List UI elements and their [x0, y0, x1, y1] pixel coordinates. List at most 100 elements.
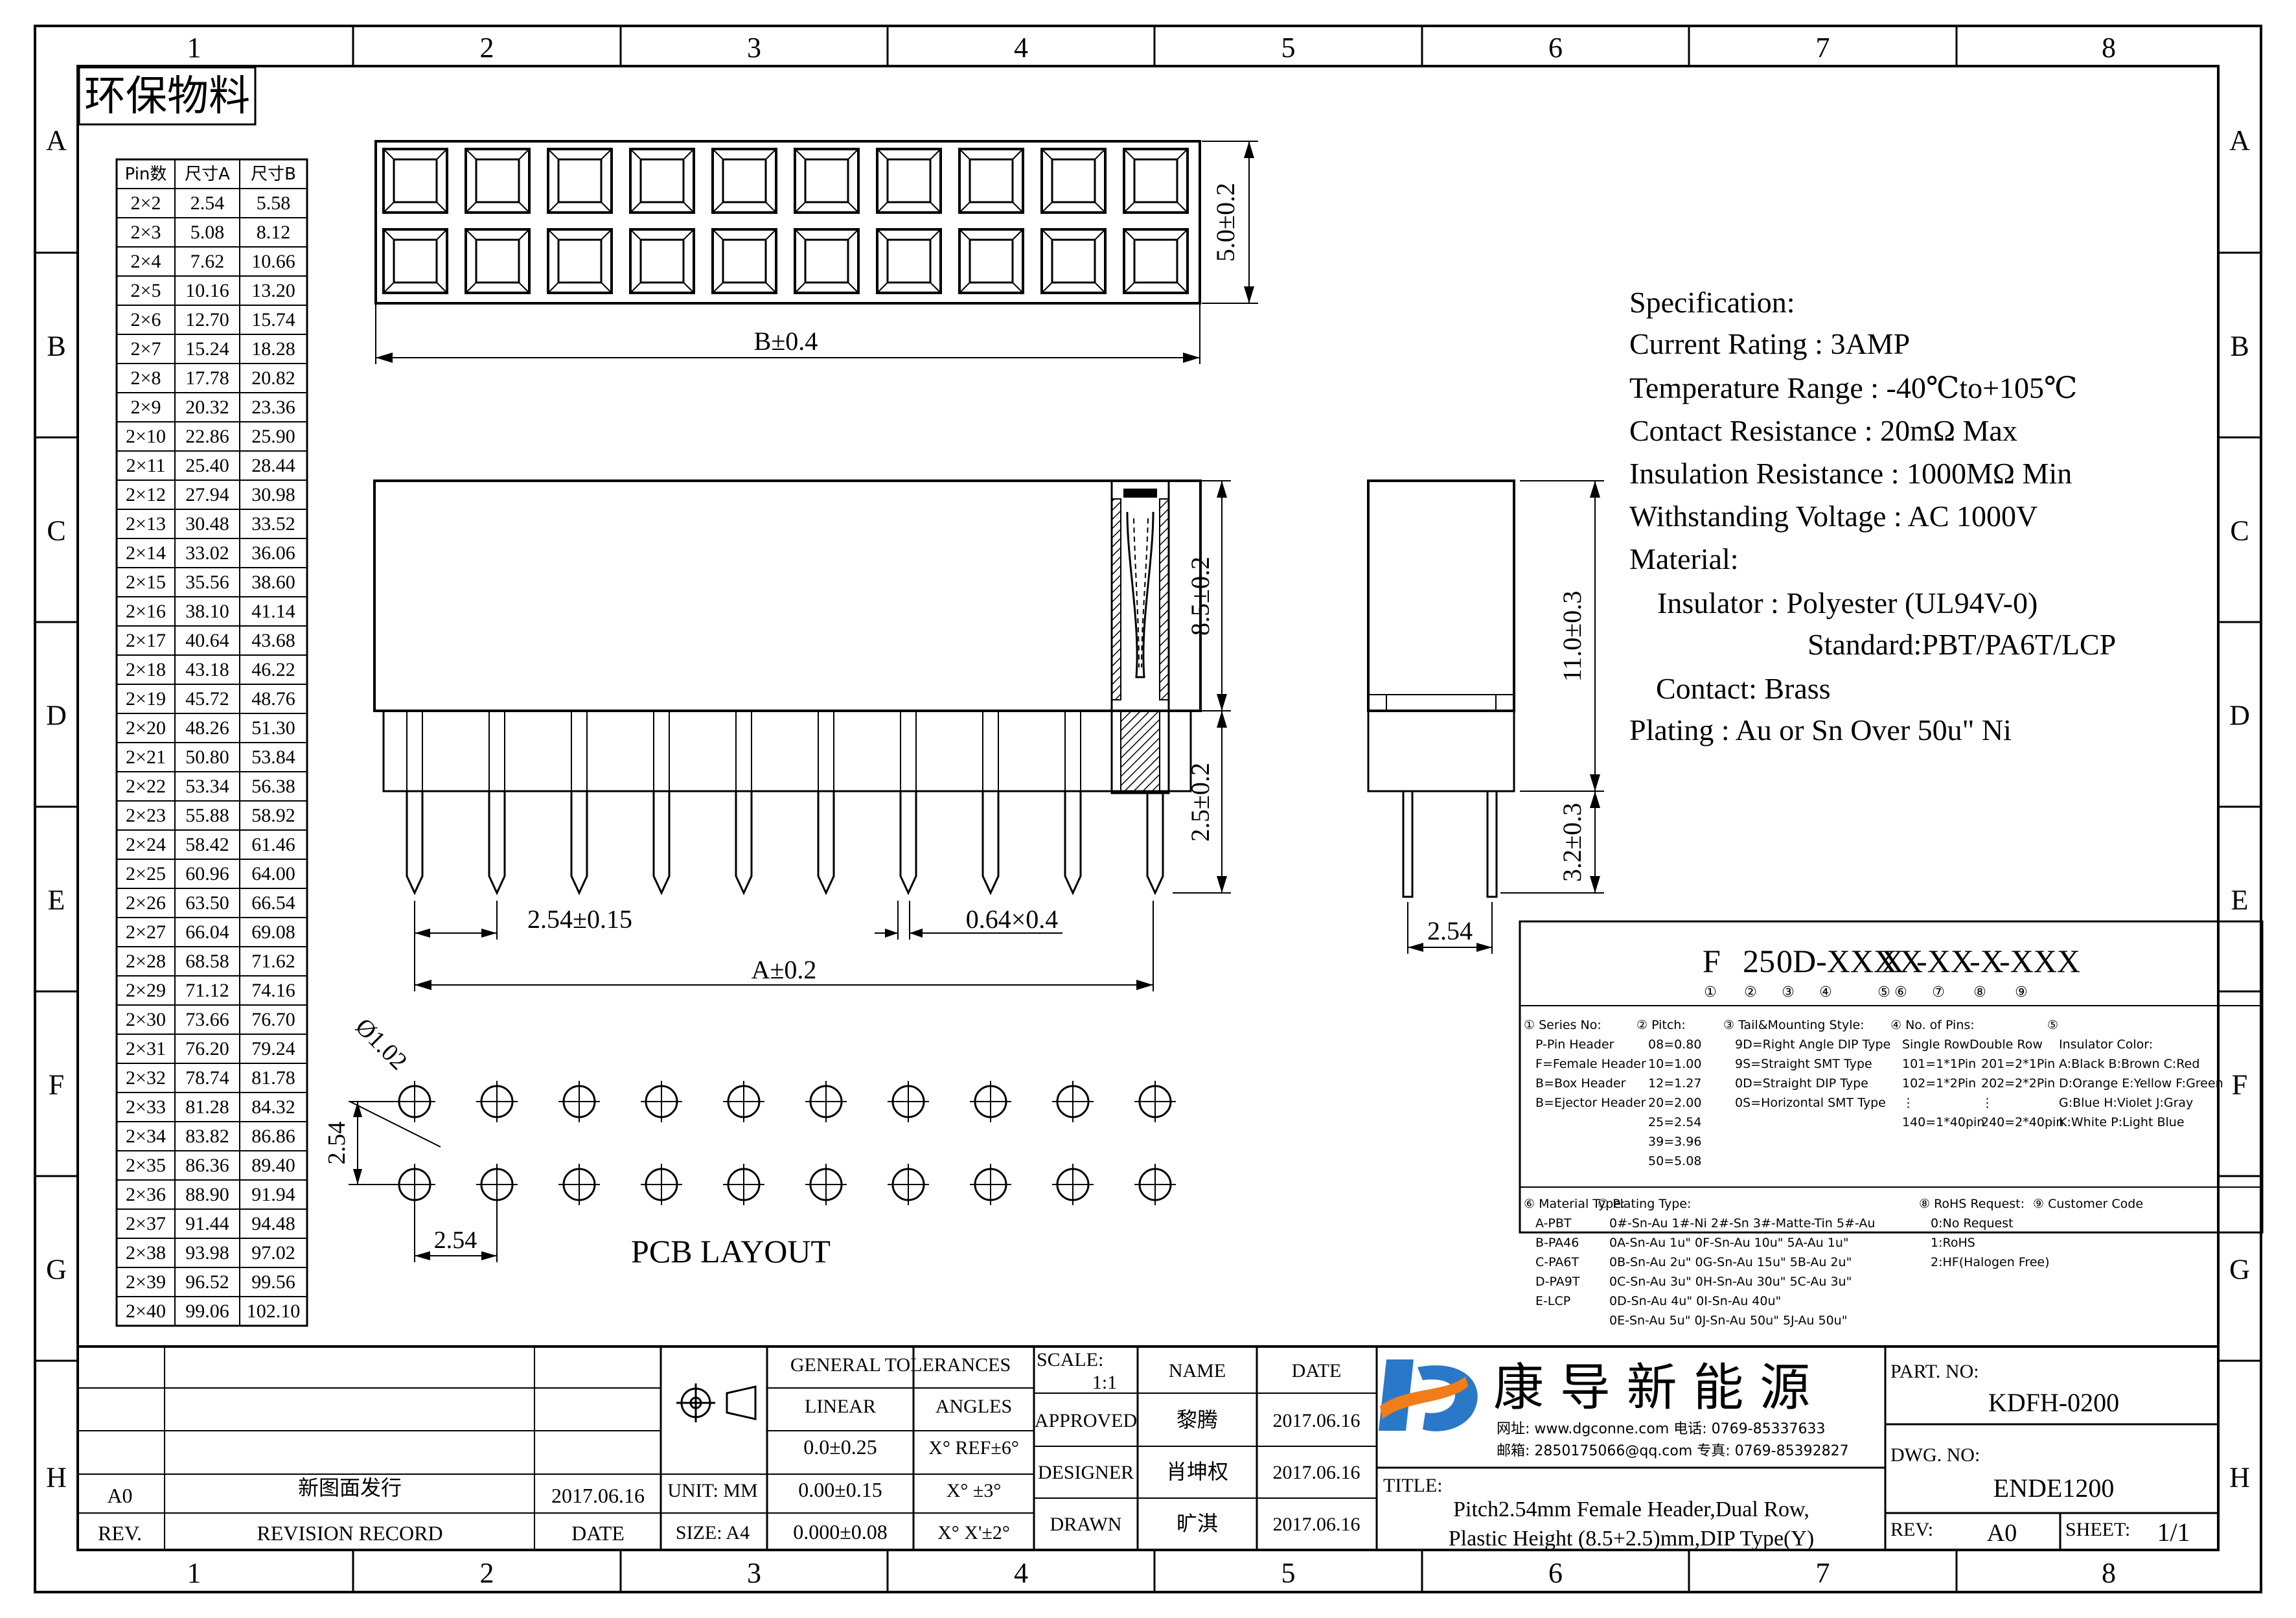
zone-row-label-left: F — [49, 1069, 64, 1101]
top-view-housing — [374, 140, 1201, 305]
zone-col-label-bottom: 8 — [2102, 1557, 2116, 1589]
order-spec-line: 0:No Request — [1931, 1216, 2014, 1231]
order-code-part: -XXX — [1999, 943, 2080, 979]
top-view-cavity — [711, 148, 777, 214]
zone-row-label-left: B — [47, 330, 65, 362]
top-view-cavity — [958, 148, 1024, 214]
order-spec-line: E-LCP — [1535, 1294, 1570, 1308]
pin-table-cell: 2×17 — [126, 630, 166, 651]
pin-table-cell: 48.76 — [251, 688, 295, 710]
pin-table-cell: 30.48 — [185, 513, 229, 535]
pcb-hole — [970, 1081, 1011, 1122]
pin-table-cell: 78.74 — [185, 1067, 229, 1089]
pin-table-cell: 22.86 — [185, 426, 229, 447]
zone-row-label-left: H — [46, 1462, 67, 1494]
pin-table-cell: 86.36 — [185, 1155, 229, 1176]
order-code-marker: ⑥ — [1894, 984, 1907, 1000]
pin-table-cell: 18.28 — [251, 338, 295, 360]
order-spec-line: ② Pitch: — [1636, 1018, 1686, 1032]
top-view-cavity — [629, 228, 695, 294]
top-view: 5.0±0.2 B±0.4 — [374, 140, 1258, 364]
revision-record: 新图面发行 — [298, 1475, 402, 1500]
pin-table-cell: 2×38 — [126, 1242, 166, 1264]
tolerance-linear-value: 0.000±0.08 — [793, 1520, 888, 1543]
pin-table-cell: 56.38 — [251, 776, 295, 797]
order-spec-line: ⑨ Customer Code — [2033, 1197, 2143, 1211]
role-date: 2017.06.16 — [1273, 1462, 1360, 1483]
pin-table-cell: 35.56 — [185, 572, 229, 593]
tolerance-symbol — [676, 1383, 757, 1422]
top-view-cavity — [382, 148, 448, 214]
pcb-hole — [888, 1164, 929, 1205]
pin-table-cell: 25.90 — [251, 426, 295, 447]
pin-table-cell: 33.52 — [251, 513, 295, 535]
pin-table-cell: 97.02 — [251, 1242, 295, 1264]
pin-table-header: 尺寸B — [251, 165, 296, 184]
order-spec-line: 140=1*40pin — [1902, 1115, 1984, 1129]
top-view-cavity — [1123, 228, 1189, 294]
order-spec-line: B-PA46 — [1535, 1236, 1579, 1250]
pin-table-cell: 53.84 — [251, 746, 295, 768]
dim-pin-size: 0.64×0.4 — [966, 905, 1059, 934]
pcb-hole — [723, 1164, 764, 1205]
pin-table-cell: 63.50 — [185, 892, 229, 914]
top-view-cavity — [876, 148, 942, 214]
order-spec-line: ⑦ Plating Type: — [1598, 1197, 1691, 1211]
pcb-hole — [1052, 1164, 1094, 1205]
pin-table-cell: 2×16 — [126, 601, 166, 622]
pin-table-cell: 2×6 — [131, 309, 161, 330]
pin-table-cell: 2×11 — [126, 455, 166, 476]
top-view-cavity — [1040, 148, 1107, 214]
pin-table-cell: 5.58 — [257, 192, 291, 214]
top-view-cavity — [465, 228, 531, 294]
name-header: NAME — [1169, 1360, 1226, 1381]
pcb-hole — [1134, 1164, 1176, 1205]
pin-table-cell: 84.32 — [251, 1096, 295, 1118]
order-spec-line: ④ No. of Pins: — [1890, 1018, 1975, 1032]
pin-table-cell: 68.58 — [185, 951, 229, 972]
order-spec-line: 202=2*2Pin — [1981, 1076, 2055, 1091]
scale-value: 1:1 — [1092, 1372, 1117, 1393]
pin-table-cell: 76.70 — [251, 1009, 295, 1030]
order-spec-line: 0C-Sn-Au 3u" 0H-Sn-Au 30u" 5C-Au 3u" — [1609, 1275, 1852, 1289]
unit-label: UNIT: MM — [667, 1480, 757, 1501]
sheet-label: SHEET: — [2065, 1519, 2130, 1540]
order-spec-line: 240=2*40pin — [1981, 1115, 2063, 1129]
order-spec-line: Double Row — [1969, 1037, 2043, 1052]
order-spec-line: ⑤ — [2047, 1018, 2058, 1032]
front-view-pin — [570, 711, 588, 896]
zone-col-label-bottom: 7 — [1816, 1557, 1830, 1589]
pin-table-cell: 69.08 — [251, 921, 295, 943]
order-code-part: 25 — [1743, 943, 1775, 979]
pin-table-cell: 43.68 — [251, 630, 295, 651]
pin-table-cell: 2×31 — [126, 1038, 166, 1059]
zone-col-label-top: 6 — [1548, 32, 1563, 64]
pin-table-cell: 2×32 — [126, 1067, 166, 1089]
pin-table-cell: 46.22 — [251, 659, 295, 680]
role-name: 旷淇 — [1177, 1511, 1218, 1536]
order-spec-line: K:White P:Light Blue — [2059, 1115, 2185, 1129]
pcb-layout: Ø1.02 2.54 2.54 PCB LAYOUT — [323, 1013, 1176, 1269]
order-code-marker: ④ — [1819, 984, 1832, 1000]
pin-table-cell: 2×27 — [126, 921, 166, 943]
order-spec-line: ⋮ — [1981, 1096, 1993, 1110]
dim-body-height: 8.5±0.2 — [1186, 557, 1215, 636]
order-spec-line: C-PA6T — [1535, 1255, 1579, 1269]
pin-table-cell: 2×18 — [126, 659, 166, 680]
pin-table-cell: 2×25 — [126, 863, 166, 884]
pin-table-cell: 102.10 — [247, 1300, 301, 1322]
role-label: APPROVED — [1035, 1410, 1137, 1431]
front-view-pin — [735, 711, 753, 896]
order-spec-line: ① Series No: — [1524, 1018, 1601, 1032]
dim-pcb-col-pitch: 2.54 — [434, 1227, 477, 1254]
pin-table-header: Pin数 — [125, 165, 167, 184]
pin-table-cell: 60.96 — [185, 863, 229, 884]
top-view-cavity — [958, 228, 1024, 294]
pin-table-cell: 25.40 — [185, 455, 229, 476]
order-spec-line: 0#-Sn-Au 1#-Ni 2#-Sn 3#-Matte-Tin 5#-Au — [1609, 1216, 1875, 1231]
pin-table-cell: 79.24 — [251, 1038, 295, 1059]
rev-value: A0 — [1987, 1520, 2017, 1547]
order-spec-line: ⋮ — [1902, 1096, 1914, 1110]
pin-table-cell: 2×2 — [131, 192, 161, 214]
